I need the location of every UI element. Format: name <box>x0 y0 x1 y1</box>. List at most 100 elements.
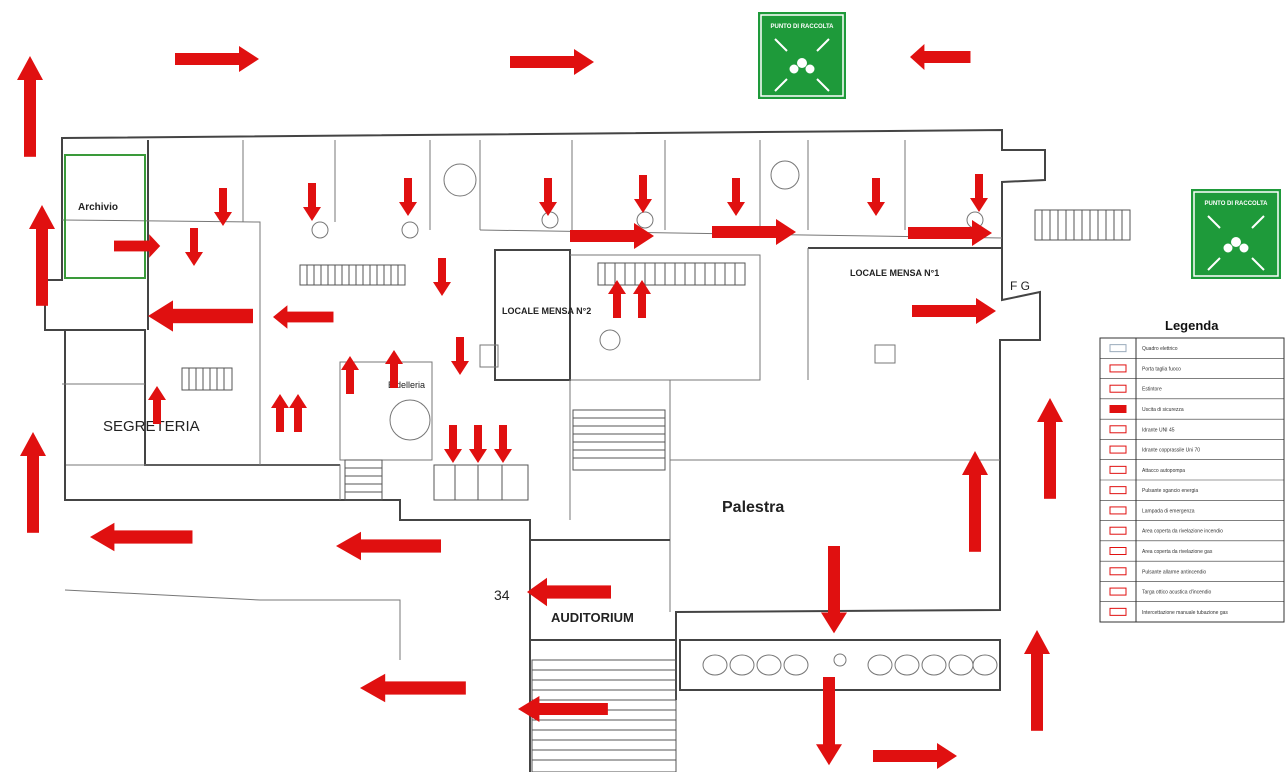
legend-row: Idrante UNI 45 <box>1100 418 1284 434</box>
legend-item-label: Intercettazione manuale tubazione gas <box>1142 610 1228 616</box>
exit-arrow-right <box>908 220 992 246</box>
room-label-mensa2: LOCALE MENSA N°2 <box>502 306 591 316</box>
exit-arrow-down <box>539 178 557 216</box>
exit-arrow-down <box>185 228 203 266</box>
exit-arrow-down <box>433 258 451 296</box>
hose-icon <box>1109 465 1127 474</box>
legend-item-label: Attacco autopompa <box>1142 468 1185 474</box>
exit-arrow-right <box>175 46 259 72</box>
legend-row: Quadro elettrico <box>1109 344 1178 353</box>
legend-item-label: Area coperta da rivelazione gas <box>1142 549 1213 555</box>
exit-arrow-down <box>303 183 321 221</box>
assembly-point-sign-top: PUNTO DI RACCOLTA <box>756 10 848 101</box>
exit-arrow-up <box>289 394 307 432</box>
exit-arrow-down <box>970 174 988 212</box>
stairs <box>181 209 1131 772</box>
exit-arrow-up <box>633 280 651 318</box>
room-label-palestra: Palestra <box>722 499 784 516</box>
electrical-panel-icon <box>1109 344 1127 353</box>
legend-title: Legenda <box>1165 318 1219 333</box>
hydrant-uni45-icon <box>1109 425 1127 434</box>
legend-item-label: Idrante copprassile Uni 70 <box>1142 448 1200 454</box>
legend-row: Targa ottico acustica d'incendio <box>1100 581 1284 596</box>
annotation-fg: F G <box>1010 279 1030 293</box>
legend-item-label: Lampada di emergenza <box>1142 508 1195 514</box>
exit-arrow-up <box>20 432 46 533</box>
exit-arrow-up <box>17 56 43 157</box>
room-label-auditorium: AUDITORIUM <box>551 610 634 625</box>
legend-row: Attacco autopompa <box>1100 459 1284 474</box>
exit-arrow-up <box>1037 398 1063 499</box>
exit-arrow-right <box>712 219 796 245</box>
room-label-mensa1: LOCALE MENSA N°1 <box>850 268 939 278</box>
legend-row: Area coperta da rivelazione incendio <box>1100 520 1284 535</box>
legend-item-label: Pulsante sgancio energia <box>1142 488 1198 494</box>
legend-item-label: Quadro elettrico <box>1142 346 1178 352</box>
gas-detector-icon <box>1109 547 1127 555</box>
legend-item-label: Idrante UNI 45 <box>1142 427 1175 433</box>
legend-row: Intercettazione manuale tubazione gas <box>1100 601 1284 616</box>
exit-arrow-down <box>469 425 487 463</box>
exit-arrow-right <box>912 298 996 324</box>
fire-alarm-button-icon <box>1109 567 1127 576</box>
exit-arrow-down <box>444 425 462 463</box>
exit-arrow-right <box>873 743 957 769</box>
exit-arrow-right <box>510 49 594 75</box>
exit-arrow-up <box>608 280 626 318</box>
energy-button-icon <box>1109 486 1127 495</box>
exit-arrow-right <box>114 234 161 258</box>
exit-arrow-left <box>527 577 611 607</box>
archivio-room <box>64 154 146 279</box>
exit-arrow-up <box>962 451 988 552</box>
exit-arrow-down <box>494 425 512 463</box>
exit-arrow-down <box>727 178 745 216</box>
legend-item-label: Pulsante allarme antincendio <box>1142 569 1206 575</box>
assembly-point-label: PUNTO DI RACCOLTA <box>1205 201 1269 207</box>
exit-arrow-down <box>634 175 652 213</box>
legend-item-label: Area coperta da rivelazione incendio <box>1142 529 1223 535</box>
legend-row: Uscita di sicurezza <box>1100 398 1284 413</box>
exit-arrow-left <box>360 673 466 703</box>
smoke-detector-icon <box>1109 526 1127 535</box>
room-label-bidelleria: Bidelleria <box>388 380 425 390</box>
exit-arrow-up <box>1024 630 1050 731</box>
assembly-point-icon <box>774 38 830 92</box>
assembly-point-label: PUNTO DI RACCOLTA <box>771 24 835 30</box>
legend-row: Porta taglia fuoco <box>1100 357 1284 373</box>
legend-item-label: Estintore <box>1142 387 1162 393</box>
exit-arrow-left <box>910 44 971 70</box>
hydrant-connection-icon <box>1109 445 1127 454</box>
gas-valve-icon <box>1109 607 1127 616</box>
exit-arrow-down <box>821 546 847 634</box>
exit-arrow-left <box>273 305 334 329</box>
fire-door-icon <box>1109 364 1127 373</box>
legend-row: Pulsante allarme antincendio <box>1100 560 1284 576</box>
assembly-point-sign-right: PUNTO DI RACCOLTA <box>1189 187 1283 281</box>
extinguisher-icon <box>1109 384 1127 393</box>
legend-item-label: Targa ottico acustica d'incendio <box>1142 590 1212 596</box>
alarm-sign-icon <box>1109 587 1127 596</box>
exit-arrow-down <box>451 337 469 375</box>
legend-item-label: Uscita di sicurezza <box>1142 407 1184 413</box>
planters <box>702 654 998 676</box>
legend-row: Pulsante sgancio energia <box>1100 479 1284 495</box>
emergency-lamp-icon <box>1109 506 1127 515</box>
assembly-point-icon <box>1207 215 1265 271</box>
exit-arrow-up <box>271 394 289 432</box>
annotation-room-number: 34 <box>494 587 510 603</box>
exit-arrow-left <box>90 522 193 552</box>
exit-arrow-left <box>336 531 441 561</box>
legend-row: Lampada di emergenza <box>1100 499 1284 515</box>
room-label-archivio: Archivio <box>78 202 118 213</box>
exit-arrow-left <box>148 300 253 332</box>
legend-row: Estintore <box>1100 378 1284 393</box>
legend-item-label: Porta taglia fuoco <box>1142 366 1181 372</box>
exit-arrow-down <box>214 188 232 226</box>
exit-arrow-down <box>867 178 885 216</box>
legend-row: Idrante copprassile Uni 70 <box>1100 439 1284 454</box>
legend-row: Area coperta da rivelazione gas <box>1100 540 1284 555</box>
exit-arrow-down <box>399 178 417 216</box>
exit-arrow-up <box>29 205 55 306</box>
